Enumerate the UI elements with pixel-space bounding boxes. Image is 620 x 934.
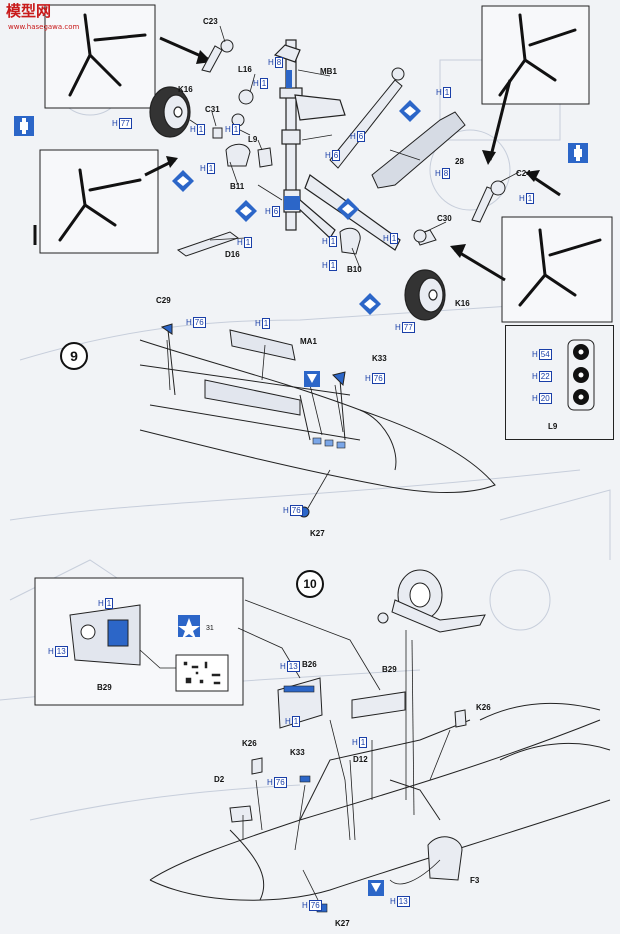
part-label-d12: D12 [353, 755, 368, 764]
part-label-k27-step10: K27 [335, 919, 350, 928]
part-label-k26-left: K26 [242, 739, 257, 748]
part-label-l9-box: L9 [548, 422, 558, 431]
part-label-d16: D16 [225, 250, 240, 259]
watermark-site: www.hasegawa.com [8, 23, 80, 31]
part-label-d2: D2 [214, 775, 225, 784]
part-label-k27-step9: K27 [310, 529, 325, 538]
part-label-c24: C24 [516, 169, 531, 178]
part-label-c29: C29 [156, 296, 171, 305]
part-label-mb1: MB1 [320, 67, 337, 76]
part-label-k33-step10: K33 [290, 748, 305, 757]
part-label-b10: B10 [347, 265, 362, 274]
part-label-c30: C30 [437, 214, 452, 223]
part-label-k26-right: K26 [476, 703, 491, 712]
part-label-k16-left: K16 [178, 85, 193, 94]
step-9-number: 9 [60, 342, 88, 370]
part-label-b11: B11 [230, 182, 245, 191]
part-label-k16-right: K16 [455, 299, 470, 308]
l9-color-key-box [505, 325, 614, 440]
part-label-f3: F3 [470, 876, 480, 885]
part-label-l9: L9 [248, 135, 258, 144]
part-label-ma1: MA1 [300, 337, 317, 346]
part-label-28: 28 [455, 157, 464, 166]
part-label-l16: L16 [238, 65, 252, 74]
part-label-k33-step9: K33 [372, 354, 387, 363]
watermark-logo: 模型网 [6, 2, 52, 20]
part-label-b26: B26 [302, 660, 317, 669]
part-label-b29: B29 [382, 665, 397, 674]
part-label-c31: C31 [205, 105, 220, 114]
step-10-number: 10 [296, 570, 324, 598]
part-label-b29-inset: B29 [97, 683, 112, 692]
part-label-c23: C23 [203, 17, 218, 26]
